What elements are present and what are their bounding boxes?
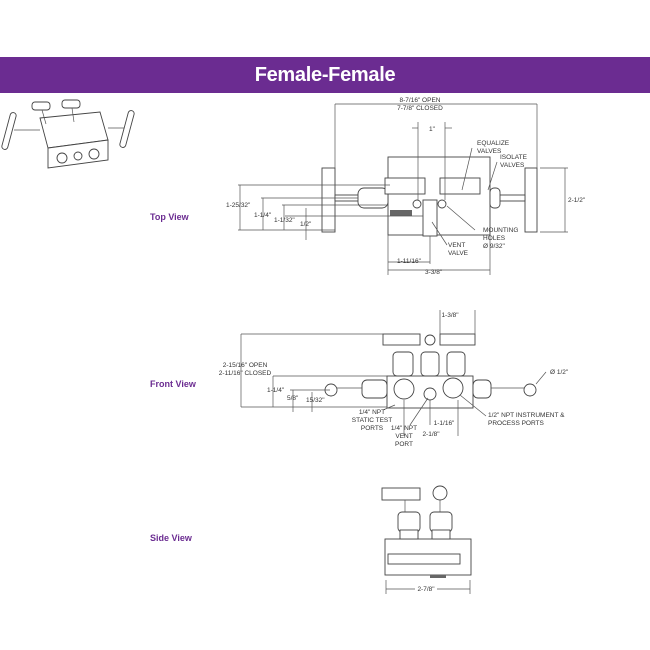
label-instrument: 1/2" NPT INSTRUMENT & xyxy=(488,412,565,419)
page-title: Female-Female xyxy=(254,63,396,86)
side-view-drawing: 2-7/8" xyxy=(381,485,472,594)
label-vent-port-2: VENT xyxy=(395,433,412,440)
manifold-isometric-image xyxy=(1,99,135,169)
label-vent-port-3: PORT xyxy=(395,441,413,448)
dim-d1: 1-25/32" xyxy=(226,202,251,209)
label-mounting-3: Ø 9/32" xyxy=(483,243,506,250)
label-instrument-2: PROCESS PORTS xyxy=(488,420,545,427)
dim-valve-spacing: 1" xyxy=(429,126,436,133)
dim-d2: 1-1/4" xyxy=(254,212,272,219)
label-vent-port: 1/4" NPT xyxy=(391,425,417,432)
dim-side-width: 2-7/8" xyxy=(417,586,435,593)
dim-ball: Ø 1/2" xyxy=(550,369,569,376)
dim-w1: 1-11/16" xyxy=(397,258,422,265)
title-banner: Female-Female xyxy=(0,57,650,93)
dim-overall-closed: 7-7/8" CLOSED xyxy=(397,105,443,112)
label-equalize: EQUALIZE xyxy=(477,140,510,147)
dim-front-d2: 5/8" xyxy=(287,395,299,402)
dim-spacing: 1-3/8" xyxy=(441,312,459,319)
dim-front-w1: 1-1/16" xyxy=(434,420,455,427)
label-static-3: PORTS xyxy=(361,425,384,432)
dim-d4: 1/2" xyxy=(300,221,312,228)
dim-height: 2-1/2" xyxy=(568,197,586,204)
dim-front-w2: 2-1/8" xyxy=(422,431,440,438)
dim-front-d3: 15/32" xyxy=(306,397,325,404)
label-equalize-2: VALVES xyxy=(477,148,502,155)
top-view-drawing: 8-7/16" OPEN 7-7/8" CLOSED 1" EQUALIZE V… xyxy=(226,97,586,276)
top-view-label: Top View xyxy=(150,212,189,222)
label-isolate: ISOLATE xyxy=(500,154,528,161)
front-view-label: Front View xyxy=(150,379,196,389)
dim-height-open: 2-15/16" OPEN xyxy=(223,362,268,369)
dim-overall-open: 8-7/16" OPEN xyxy=(400,97,441,104)
label-mounting-2: HOLES xyxy=(483,235,506,242)
label-vent-2: VALVE xyxy=(448,250,469,257)
dim-d3: 1-1/32" xyxy=(274,217,295,224)
label-isolate-2: VALVES xyxy=(500,162,525,169)
dim-front-d1: 1-1/4" xyxy=(267,387,285,394)
label-mounting: MOUNTING xyxy=(483,227,518,234)
side-view-label: Side View xyxy=(150,533,192,543)
front-view-drawing: 1-3/8" 2-15/16" OPEN 2-11/16" CLOSED 1-1… xyxy=(219,310,569,448)
dim-height-closed: 2-11/16" CLOSED xyxy=(219,370,272,377)
label-vent: VENT xyxy=(448,242,465,249)
label-static: 1/4" NPT xyxy=(359,409,385,416)
dim-w2: 3-3/8" xyxy=(425,269,443,276)
label-static-2: STATIC TEST xyxy=(352,417,392,424)
